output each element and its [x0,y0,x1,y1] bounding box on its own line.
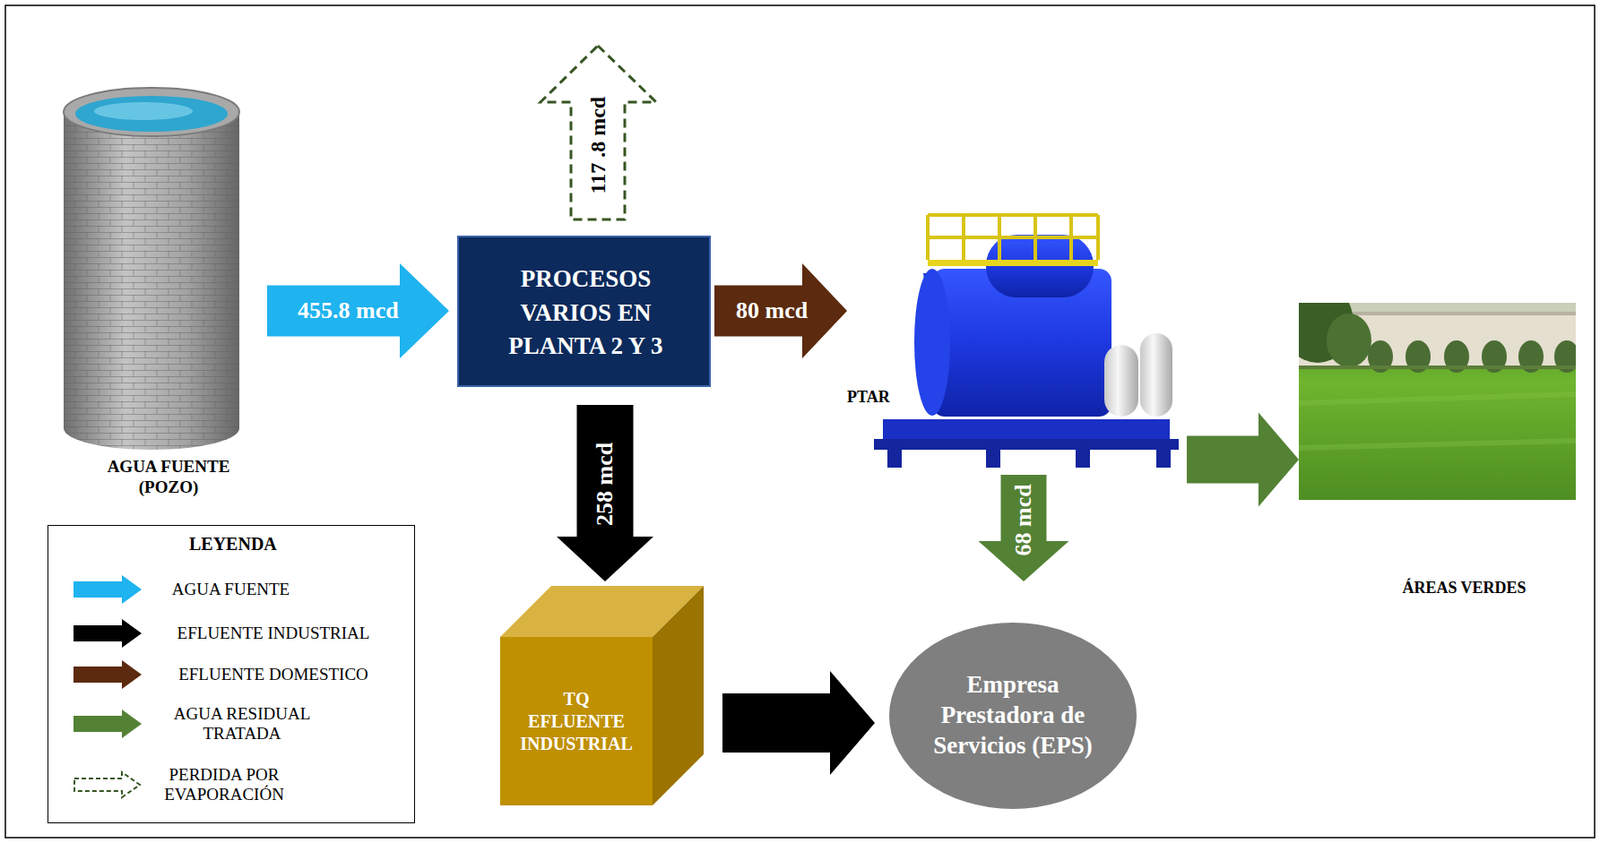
industrial-effluent-arrow [556,405,654,582]
flow-label: 68 mcd [1011,484,1038,556]
treated-water-arrow [1186,413,1299,508]
legend-swatch [71,709,144,740]
legend-arrow [73,575,142,605]
lawn-stripes [1298,394,1576,449]
green-area-photo [1298,302,1576,501]
legend-swatch [71,574,144,606]
node-text-block: AGUA FUENTE (POZO) [92,457,245,499]
legend-text: EFLUENTE DOMESTICO [143,665,404,685]
plant-skid [882,419,1170,440]
plant-platform [927,259,1099,267]
node-text-block: ÁREAS VERDES [1401,579,1526,599]
tank-outline [500,586,704,806]
effluent-tank: TQ EFLUENTE INDUSTRIAL [500,586,704,806]
node-text-block: PROCESOS VARIOS EN PLANTA 2 Y 3 [493,262,678,364]
lawn-edge [1298,365,1576,370]
process-box: PROCESOS VARIOS EN PLANTA 2 Y 3 [457,235,711,388]
service-company-ellipse: Empresa Prestadora de Servicios (EPS) [888,622,1138,811]
legend-text: EFLUENTE INDUSTRIAL [143,623,404,644]
page-frame [5,5,1595,839]
treatment-plant-illustration [873,215,1179,468]
water-highlight [94,102,193,121]
legend-arrow [73,709,142,739]
tank-front-face [500,637,653,806]
plant-leg [1156,449,1171,468]
legend-text: PERDIDA POR EVAPORACIÓN [138,765,310,805]
flow-label: 455.8 mcd [297,298,399,325]
legend-text: AGUA FUENTE [156,579,305,600]
tank-side-face [652,586,704,806]
node-label: PROCESOS VARIOS EN PLANTA 2 Y 3 [493,262,678,364]
plant-leg [985,449,1001,468]
treated-water-arrow [978,475,1070,582]
legend-text: AGUA RESIDUAL TRATADA [152,704,332,744]
plant-leg [1075,449,1090,468]
plant-railing [927,215,1099,260]
node-label: AGUA FUENTE (POZO) [92,457,245,499]
lawn [1298,302,1576,501]
legend-swatch [71,659,144,691]
legend-swatch [71,618,144,649]
legend-title: LEYENDA [189,533,277,555]
legend-swatch [71,769,144,801]
source-water-arrow [267,263,450,359]
legend-arrow [73,619,142,649]
node-text-block: TQ EFLUENTE INDUSTRIAL [515,688,638,756]
node-label: TQ EFLUENTE INDUSTRIAL [515,688,638,756]
legend-arrow [73,660,142,690]
flow-label: 258 mcd [592,442,619,527]
well-water [75,95,228,132]
well-body [63,112,240,450]
node-text-block: PTAR [847,388,891,408]
plant-tank-end [914,268,951,416]
node-label: PTAR [847,388,891,408]
tree [1326,313,1372,368]
plant-vessel [1104,345,1139,417]
green-area-node: ÁREAS VERDES [1298,302,1576,603]
plant-leg [887,449,902,468]
node-label: Empresa Prestadora de Servicios (EPS) [921,670,1106,762]
treatment-plant-node: PTAR [847,183,1184,476]
plant-vessel [1140,333,1173,417]
ellipse-fill [889,622,1137,810]
well-node: AGUA FUENTE (POZO) [63,85,256,502]
well-bricks [63,112,240,450]
legend-dashed-arrow [74,772,140,798]
well-rim [63,87,240,137]
node-label: ÁREAS VERDES [1401,579,1526,599]
node-text-block: Empresa Prestadora de Servicios (EPS) [921,670,1106,762]
flow-label: 80 mcd [735,298,808,325]
domestic-effluent-arrow [714,263,848,359]
industrial-effluent-arrow [722,671,875,776]
well-illustration [63,87,240,450]
evaporation-arrow [540,45,657,220]
evaporation-label: 117 .8 mcd [586,96,610,195]
plant-skid-rail [873,439,1179,450]
